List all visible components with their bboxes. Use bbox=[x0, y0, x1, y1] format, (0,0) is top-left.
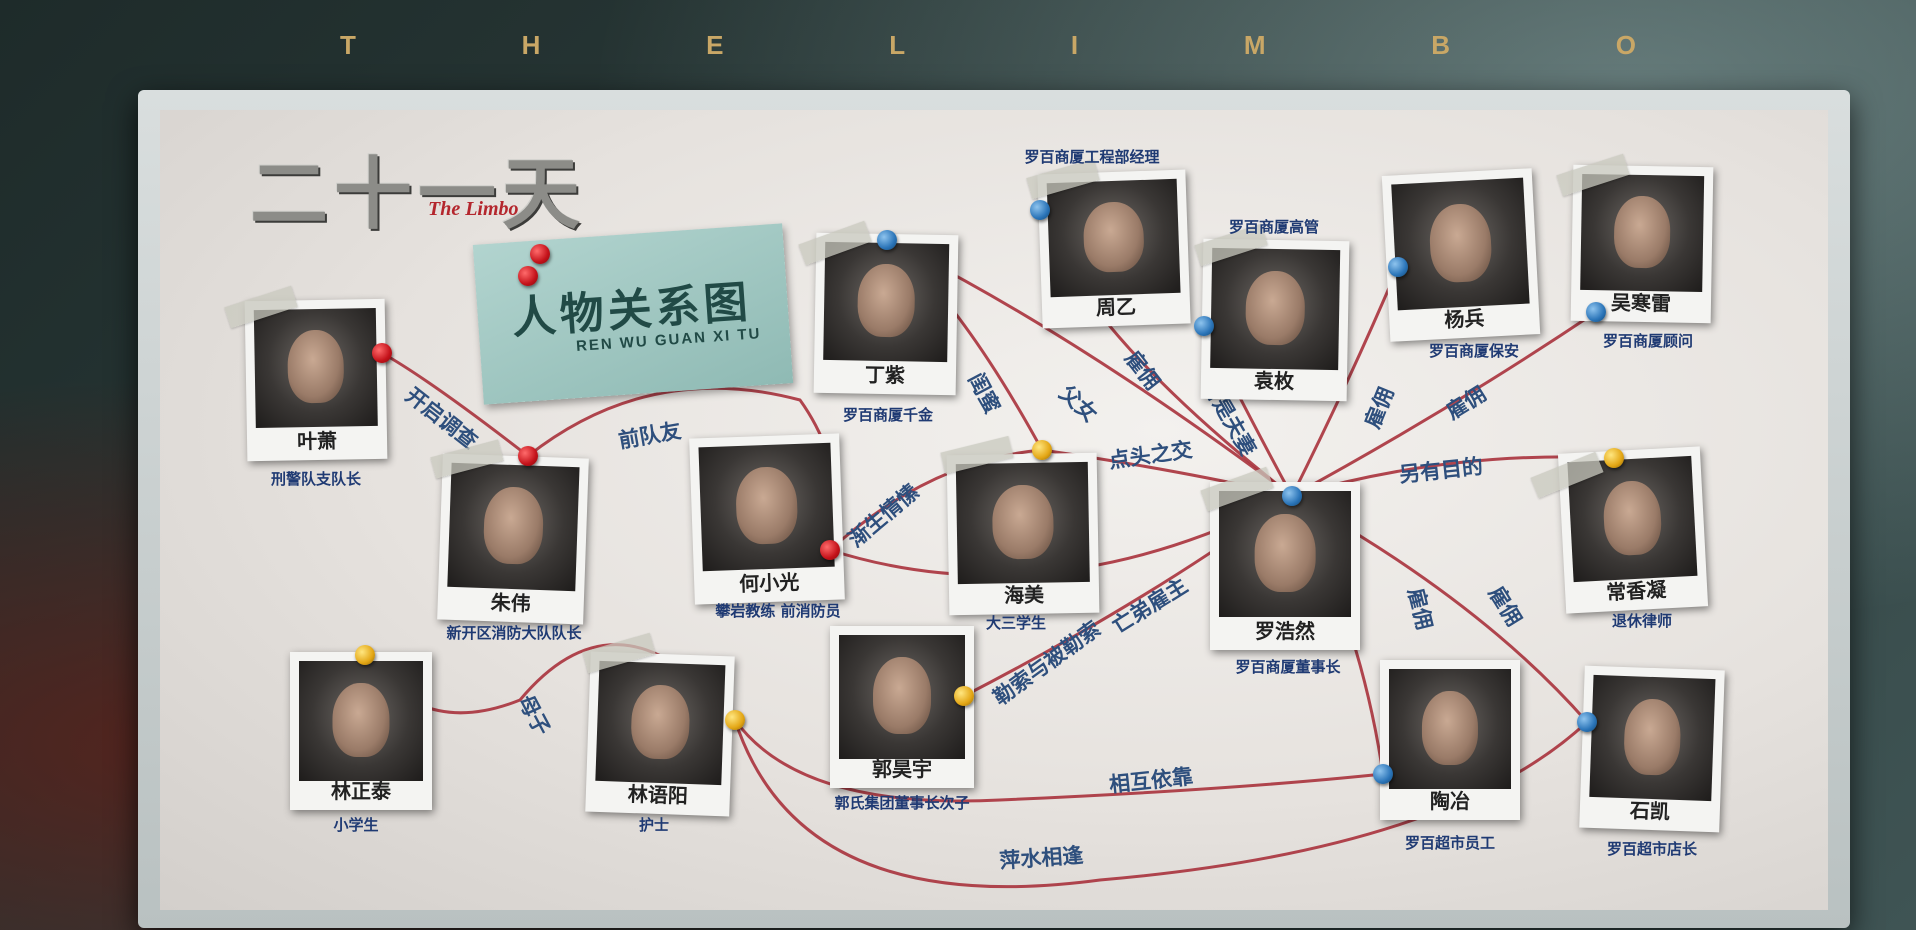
portrait bbox=[955, 461, 1090, 585]
pin bbox=[530, 244, 550, 264]
character-name: 石凯 bbox=[1629, 798, 1671, 824]
portrait bbox=[1589, 674, 1716, 802]
portrait bbox=[299, 661, 423, 781]
relationship-map-tag: 人物关系图 REN WU GUAN XI TU bbox=[472, 223, 794, 405]
pin bbox=[1577, 712, 1597, 732]
character-name: 何小光 bbox=[738, 569, 800, 597]
character-role: 攀岩教练 前消防员 bbox=[715, 602, 841, 620]
character-card-luo-haoran: 罗浩然 bbox=[1210, 482, 1360, 650]
portrait bbox=[698, 442, 835, 572]
top-letter: M bbox=[1243, 30, 1270, 60]
character-name: 叶萧 bbox=[296, 428, 338, 454]
character-name: 丁紫 bbox=[864, 362, 906, 388]
character-role: 刑警队支队长 bbox=[270, 470, 362, 488]
character-role: 罗百商厦董事长 bbox=[1235, 658, 1341, 676]
character-card-guo-haoyu: 郭昊宇 bbox=[830, 626, 974, 788]
pin bbox=[518, 446, 538, 466]
pin bbox=[820, 540, 840, 560]
top-letter: O bbox=[1615, 30, 1640, 60]
pin bbox=[725, 710, 745, 730]
pin bbox=[1586, 302, 1606, 322]
character-role: 罗百商厦高管 bbox=[1228, 218, 1320, 236]
character-card-wu-hanlei: 吴寒雷 bbox=[1570, 164, 1714, 324]
top-letter: B bbox=[1431, 30, 1454, 60]
pin bbox=[877, 230, 897, 250]
pin bbox=[1282, 486, 1302, 506]
character-role: 小学生 bbox=[333, 816, 379, 834]
character-card-yang-bing: 杨兵 bbox=[1381, 168, 1541, 342]
character-name: 郭昊宇 bbox=[872, 757, 932, 781]
portrait bbox=[1210, 247, 1341, 371]
portrait bbox=[253, 307, 378, 429]
character-name: 袁枚 bbox=[1253, 368, 1295, 394]
character-name: 常香凝 bbox=[1605, 577, 1667, 605]
character-role: 郭氏集团董事长次子 bbox=[834, 794, 970, 812]
character-name: 周乙 bbox=[1095, 294, 1137, 320]
portrait bbox=[839, 635, 965, 759]
character-card-zhu-wei: 朱伟 bbox=[437, 453, 589, 625]
portrait bbox=[1046, 178, 1181, 298]
top-title: T H E L I M B O bbox=[340, 30, 1640, 70]
character-card-ding-zi: 丁紫 bbox=[813, 232, 959, 396]
character-card-yuan-mei: 袁枚 bbox=[1200, 238, 1350, 402]
movie-title: 二十一天 bbox=[250, 151, 587, 238]
character-role: 罗百超市员工 bbox=[1404, 834, 1496, 852]
portrait bbox=[1391, 177, 1530, 311]
character-card-zhou-yi: 周乙 bbox=[1037, 169, 1191, 329]
character-name: 陶冶 bbox=[1430, 789, 1470, 813]
pin bbox=[1032, 440, 1052, 460]
pin bbox=[1388, 257, 1408, 277]
pin bbox=[1194, 316, 1214, 336]
movie-logo: 二十一天 The Limbo bbox=[250, 132, 650, 238]
character-name: 林语阳 bbox=[627, 781, 689, 809]
portrait bbox=[823, 241, 950, 363]
character-card-lin-yuyang: 林语阳 bbox=[585, 651, 735, 817]
portrait bbox=[595, 660, 726, 786]
pin bbox=[372, 343, 392, 363]
character-card-hai-mei: 海美 bbox=[946, 452, 1100, 616]
character-name: 林正泰 bbox=[331, 779, 391, 803]
character-card-ye-xiao: 叶萧 bbox=[244, 298, 388, 462]
character-name: 罗浩然 bbox=[1255, 619, 1315, 643]
character-role: 新开区消防大队队长 bbox=[446, 624, 582, 642]
character-card-he-xiaoguang: 何小光 bbox=[689, 433, 845, 605]
character-role: 罗百商厦千金 bbox=[842, 406, 934, 424]
character-role: 罗百超市店长 bbox=[1606, 840, 1698, 858]
pin bbox=[1030, 200, 1050, 220]
character-card-lin-zhengtai: 林正泰 bbox=[290, 652, 432, 810]
pin bbox=[518, 266, 538, 286]
top-letter: T bbox=[340, 30, 360, 60]
top-letter: H bbox=[521, 30, 545, 60]
character-role: 罗百商厦保安 bbox=[1428, 342, 1520, 360]
character-card-tao-ye: 陶冶 bbox=[1380, 660, 1520, 820]
portrait bbox=[447, 462, 580, 592]
pin bbox=[355, 645, 375, 665]
pin bbox=[954, 686, 974, 706]
pin bbox=[1604, 448, 1624, 468]
character-role: 罗百商厦顾问 bbox=[1602, 332, 1694, 350]
top-letter: I bbox=[1070, 30, 1083, 60]
character-card-shi-kai: 石凯 bbox=[1579, 665, 1725, 833]
character-name: 海美 bbox=[1003, 582, 1045, 608]
portrait bbox=[1389, 669, 1511, 789]
movie-subtitle: The Limbo bbox=[428, 198, 519, 220]
character-role: 罗百商厦工程部经理 bbox=[1024, 148, 1160, 166]
character-role: 大三学生 bbox=[985, 614, 1047, 632]
portrait bbox=[1219, 491, 1351, 617]
character-role: 退休律师 bbox=[1611, 612, 1673, 630]
character-role: 护士 bbox=[638, 816, 670, 834]
top-letter: L bbox=[889, 30, 910, 60]
character-name: 朱伟 bbox=[490, 590, 532, 616]
top-letter: E bbox=[706, 30, 728, 60]
portrait bbox=[1580, 173, 1705, 293]
pin bbox=[1373, 764, 1393, 784]
